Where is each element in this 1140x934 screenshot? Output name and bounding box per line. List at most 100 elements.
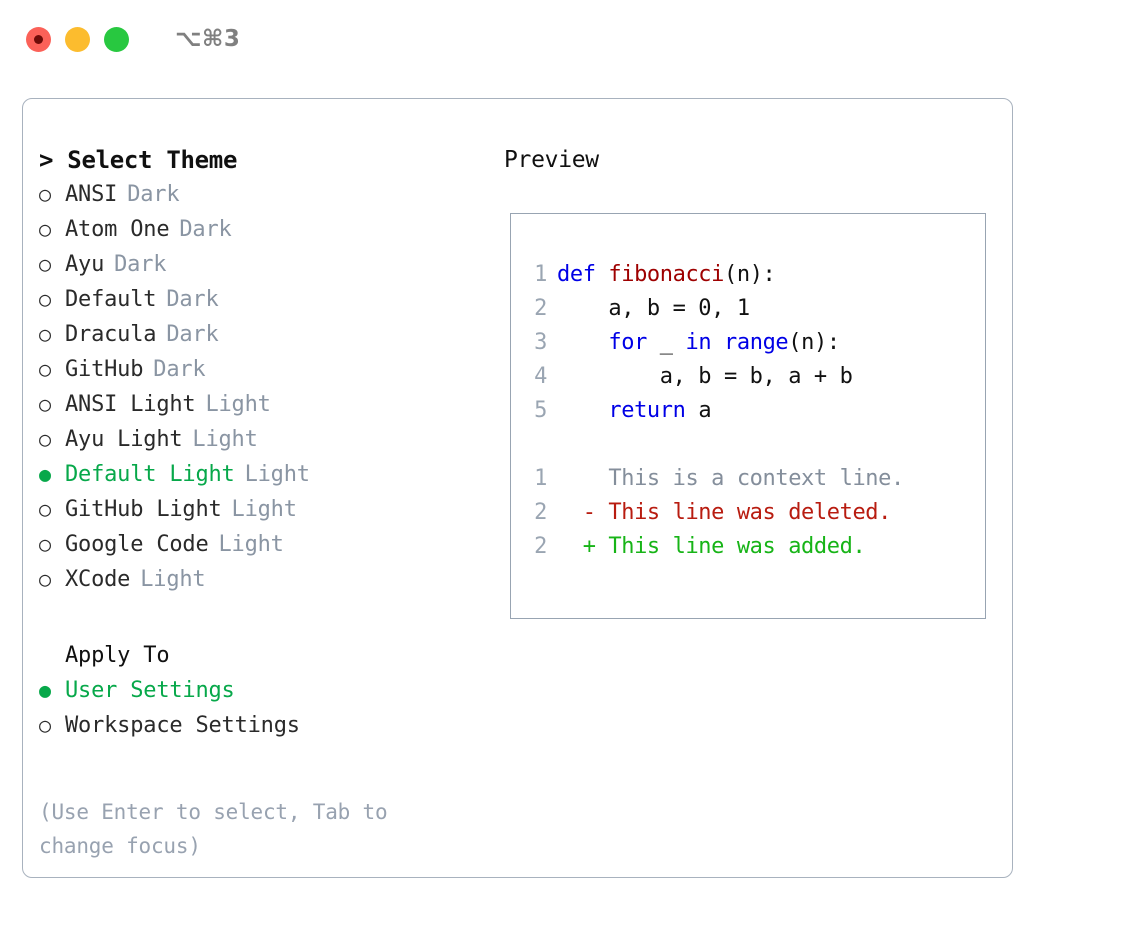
theme-name: GitHub — [65, 357, 144, 382]
radio-unselected-icon: ○ — [39, 497, 51, 521]
preview-title: Preview — [504, 147, 599, 173]
code-token: for — [608, 330, 647, 355]
apply-to-label: Workspace Settings — [65, 713, 300, 738]
code-line: 2 a, b = 0, 1 — [523, 292, 985, 326]
diff-line: 2 - This line was deleted. — [523, 496, 985, 530]
apply-to-header: Apply To — [65, 643, 170, 668]
code-diff-spacer — [523, 428, 985, 462]
theme-list-item[interactable]: ● Default Light Light — [39, 457, 488, 492]
apply-to-label: User Settings — [65, 678, 235, 703]
code-text: def fibonacci(n): — [557, 258, 776, 292]
theme-variant-badge: Light — [140, 567, 206, 592]
close-button[interactable] — [26, 26, 51, 52]
code-token: def — [557, 262, 609, 287]
theme-variant-badge: Dark — [127, 182, 180, 207]
diff-line: 1 This is a context line. — [523, 462, 985, 496]
theme-variant-badge: Dark — [179, 217, 232, 242]
minimize-button[interactable] — [65, 26, 90, 52]
line-number: 3 — [534, 330, 547, 355]
line-number: 2 — [534, 534, 547, 559]
theme-name: Ayu Light — [65, 427, 183, 452]
radio-unselected-icon: ○ — [39, 252, 51, 276]
code-token: (n): — [724, 262, 776, 287]
code-line: 5 return a — [523, 394, 985, 428]
code-line: 4 a, b = b, a + b — [523, 360, 985, 394]
theme-variant-badge: Dark — [153, 357, 206, 382]
theme-name: Dracula — [65, 322, 157, 347]
diff-line: 2 + This line was added. — [523, 530, 985, 564]
theme-variant-badge: Light — [192, 427, 258, 452]
radio-unselected-icon: ○ — [39, 287, 51, 311]
code-token — [557, 398, 608, 423]
theme-variant-badge: Dark — [166, 322, 219, 347]
theme-name: XCode — [65, 567, 131, 592]
shortcut-label: ⌥⌘3 — [175, 26, 241, 52]
theme-name: GitHub Light — [65, 497, 222, 522]
theme-list-item[interactable]: ○ Ayu Light Light — [39, 422, 488, 457]
radio-unselected-icon: ○ — [39, 427, 51, 451]
select-theme-header: > Select Theme — [39, 146, 238, 174]
line-number: 2 — [534, 500, 547, 525]
radio-unselected-icon: ○ — [39, 532, 51, 556]
theme-name: Default Light — [65, 462, 235, 487]
radio-selected-icon: ● — [39, 462, 51, 486]
apply-to-list: ● User Settings ○ Workspace Settings — [39, 673, 488, 743]
code-token: a, b = b, a + b — [557, 364, 853, 389]
code-token: range — [724, 330, 789, 355]
theme-variant-badge: Light — [218, 532, 284, 557]
radio-unselected-icon: ○ — [39, 217, 51, 241]
diff-sample: 1 This is a context line.2 - This line w… — [523, 462, 985, 564]
code-token — [557, 330, 608, 355]
apply-to-item[interactable]: ○ Workspace Settings — [39, 708, 488, 743]
theme-name: Atom One — [65, 217, 170, 242]
theme-variant-badge: Dark — [114, 252, 167, 277]
code-line: 3 for _ in range(n): — [523, 326, 985, 360]
keyboard-hint: (Use Enter to select, Tab to change focu… — [39, 800, 388, 858]
theme-variant-badge: Light — [205, 392, 271, 417]
code-token: _ — [646, 330, 686, 355]
line-number: 4 — [534, 364, 547, 389]
line-number: 5 — [534, 398, 547, 423]
theme-list-item[interactable]: ○ Atom One Dark — [39, 212, 488, 247]
code-token — [711, 330, 724, 355]
theme-list-item[interactable]: ○ ANSI Dark — [39, 177, 488, 212]
theme-variant-badge: Light — [244, 462, 310, 487]
line-number: 1 — [534, 466, 547, 491]
code-token: (n): — [788, 330, 840, 355]
theme-variant-badge: Light — [231, 497, 297, 522]
diff-text: + This line was added. — [557, 534, 866, 559]
code-line: 1 def fibonacci(n): — [523, 258, 985, 292]
code-token: a — [685, 398, 712, 423]
radio-unselected-icon: ○ — [39, 392, 51, 416]
radio-unselected-icon: ○ — [39, 713, 51, 737]
radio-unselected-icon: ○ — [39, 182, 51, 206]
code-text: return a — [557, 394, 711, 428]
code-text: a, b = b, a + b — [557, 360, 853, 394]
apply-to-item[interactable]: ● User Settings — [39, 673, 488, 708]
theme-name: ANSI — [65, 182, 118, 207]
theme-list-item[interactable]: ○ GitHub Light Light — [39, 492, 488, 527]
radio-selected-icon: ● — [39, 678, 51, 702]
line-number: 1 — [534, 262, 547, 287]
diff-text: This is a context line. — [557, 466, 904, 491]
theme-variant-badge: Dark — [166, 287, 219, 312]
recording-indicator-dot — [34, 34, 43, 44]
maximize-button[interactable] — [104, 26, 129, 52]
code-token: a, b = 0, 1 — [557, 296, 750, 321]
code-text: a, b = 0, 1 — [557, 292, 750, 326]
code-token: return — [608, 398, 686, 423]
